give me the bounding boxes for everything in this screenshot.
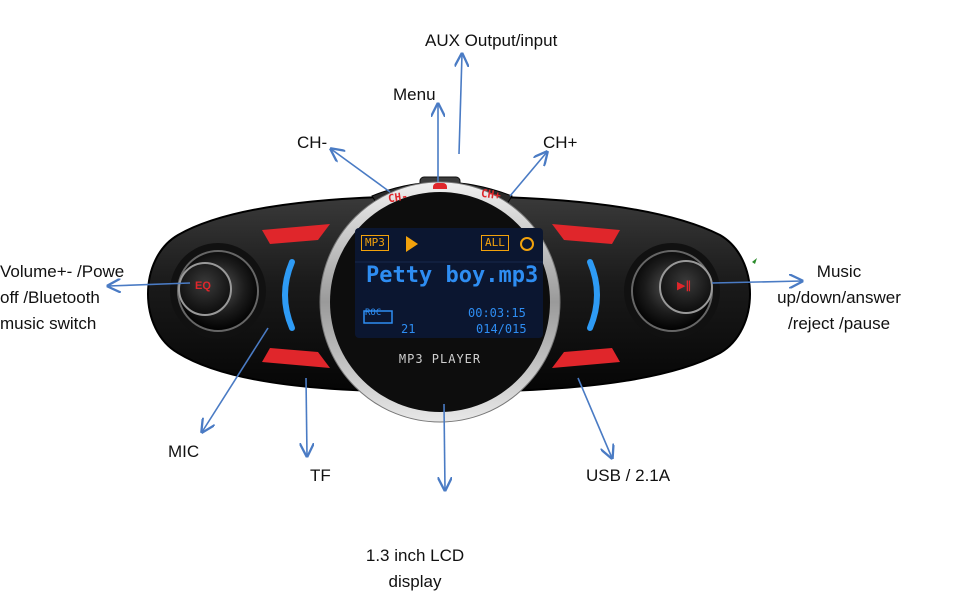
screen-mode-badge: ALL <box>481 235 509 251</box>
screen-count: 014/015 <box>476 322 527 336</box>
ch-minus-button-label[interactable]: CH- <box>387 190 408 206</box>
arrow-lcd <box>444 404 445 490</box>
device-footer-label: MP3 PLAYER <box>380 352 500 366</box>
arrow-ch-minus <box>331 149 390 192</box>
screen-number: 21 <box>401 322 415 336</box>
arrow-usb <box>578 378 612 458</box>
marker-tick <box>752 258 757 264</box>
ch-plus-button-label[interactable]: CH+ <box>480 187 501 203</box>
menu-button-icon[interactable] <box>431 181 449 191</box>
label-mic: MIC <box>168 439 199 465</box>
label-menu: Menu <box>393 82 436 108</box>
screen-codec: ROC <box>365 308 381 318</box>
label-usb: USB / 2.1A <box>586 463 670 489</box>
screen-track-title: Petty boy.mp3 <box>366 263 538 288</box>
volume-knob[interactable] <box>170 243 266 339</box>
arrow-ch-plus <box>510 152 547 196</box>
screen-format-badge: MP3 <box>361 235 389 251</box>
label-ch-minus: CH- <box>297 130 327 156</box>
label-lcd: 1.3 inch LCD display <box>350 543 480 595</box>
label-aux: AUX Output/input <box>425 28 557 54</box>
label-ch-plus: CH+ <box>543 130 577 156</box>
arrow-aux <box>459 54 462 154</box>
play-pause-button-label[interactable]: ▶∥ <box>677 279 691 292</box>
label-volume: Volume+- /Powe off /Bluetooth music swit… <box>0 259 124 337</box>
label-tf: TF <box>310 463 331 489</box>
lcd-bezel <box>320 182 560 422</box>
label-music: Music up/down/answer /reject /pause <box>764 259 914 337</box>
music-knob[interactable] <box>624 243 720 339</box>
screen-time: 00:03:15 <box>468 306 526 320</box>
eq-button-label[interactable]: EQ <box>195 280 211 292</box>
arrow-tf <box>306 378 307 456</box>
